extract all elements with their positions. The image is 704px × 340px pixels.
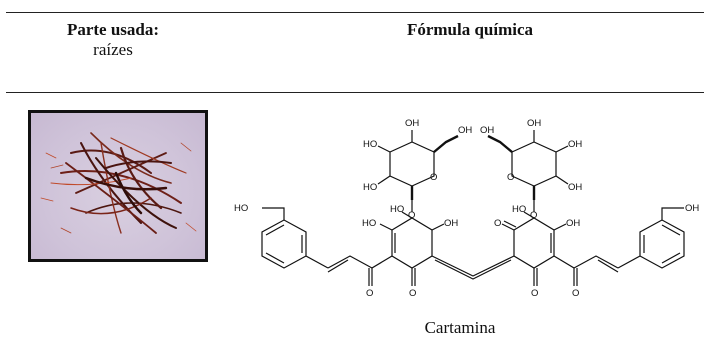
root-photo — [28, 110, 208, 262]
atom-label: O — [366, 288, 373, 299]
header-divider — [6, 92, 704, 93]
dried-roots-image — [40, 132, 197, 234]
right-phenol-ring — [617, 219, 685, 269]
atom-label: O — [408, 210, 415, 221]
atom-label: OH — [568, 182, 582, 193]
atom-label: OH — [566, 218, 580, 229]
atom-label: OH — [444, 218, 458, 229]
atom-label: HO — [362, 218, 376, 229]
atom-label: HO — [512, 204, 526, 215]
atom-label: O — [507, 172, 514, 183]
atom-label: OH — [405, 118, 419, 129]
left-sugar-ring — [389, 141, 435, 187]
cartamin-structure: HO OH OH HO O O OH OH OH OH O O HO HO HO… — [234, 118, 699, 299]
atom-label: HO — [390, 204, 404, 215]
atom-label: OH — [568, 139, 582, 150]
atom-label: O — [572, 288, 579, 299]
atom-label: OH — [527, 118, 541, 129]
atom-label: O — [531, 288, 538, 299]
atom-label: O — [494, 218, 501, 229]
atom-label: OH — [685, 203, 699, 214]
atom-label: O — [530, 210, 537, 221]
part-used-value: raízes — [93, 40, 133, 59]
top-rule — [6, 12, 704, 13]
left-phenol-ring — [261, 219, 329, 269]
right-core-ring — [513, 217, 555, 269]
atom-label: O — [430, 172, 437, 183]
atom-label: HO — [363, 139, 377, 150]
atom-label: OH — [458, 125, 472, 136]
atom-label: O — [409, 288, 416, 299]
atom-label: OH — [480, 125, 494, 136]
chemical-formula-header: Fórmula química — [406, 20, 534, 39]
part-used-header: Parte usada: raízes — [24, 20, 202, 60]
left-core-ring — [391, 217, 433, 269]
part-used-label: Parte usada: — [66, 20, 160, 39]
right-sugar-ring — [511, 141, 557, 187]
compound-name: Cartamina — [424, 318, 496, 337]
atom-label: HO — [363, 182, 377, 193]
atom-label: HO — [234, 203, 248, 214]
